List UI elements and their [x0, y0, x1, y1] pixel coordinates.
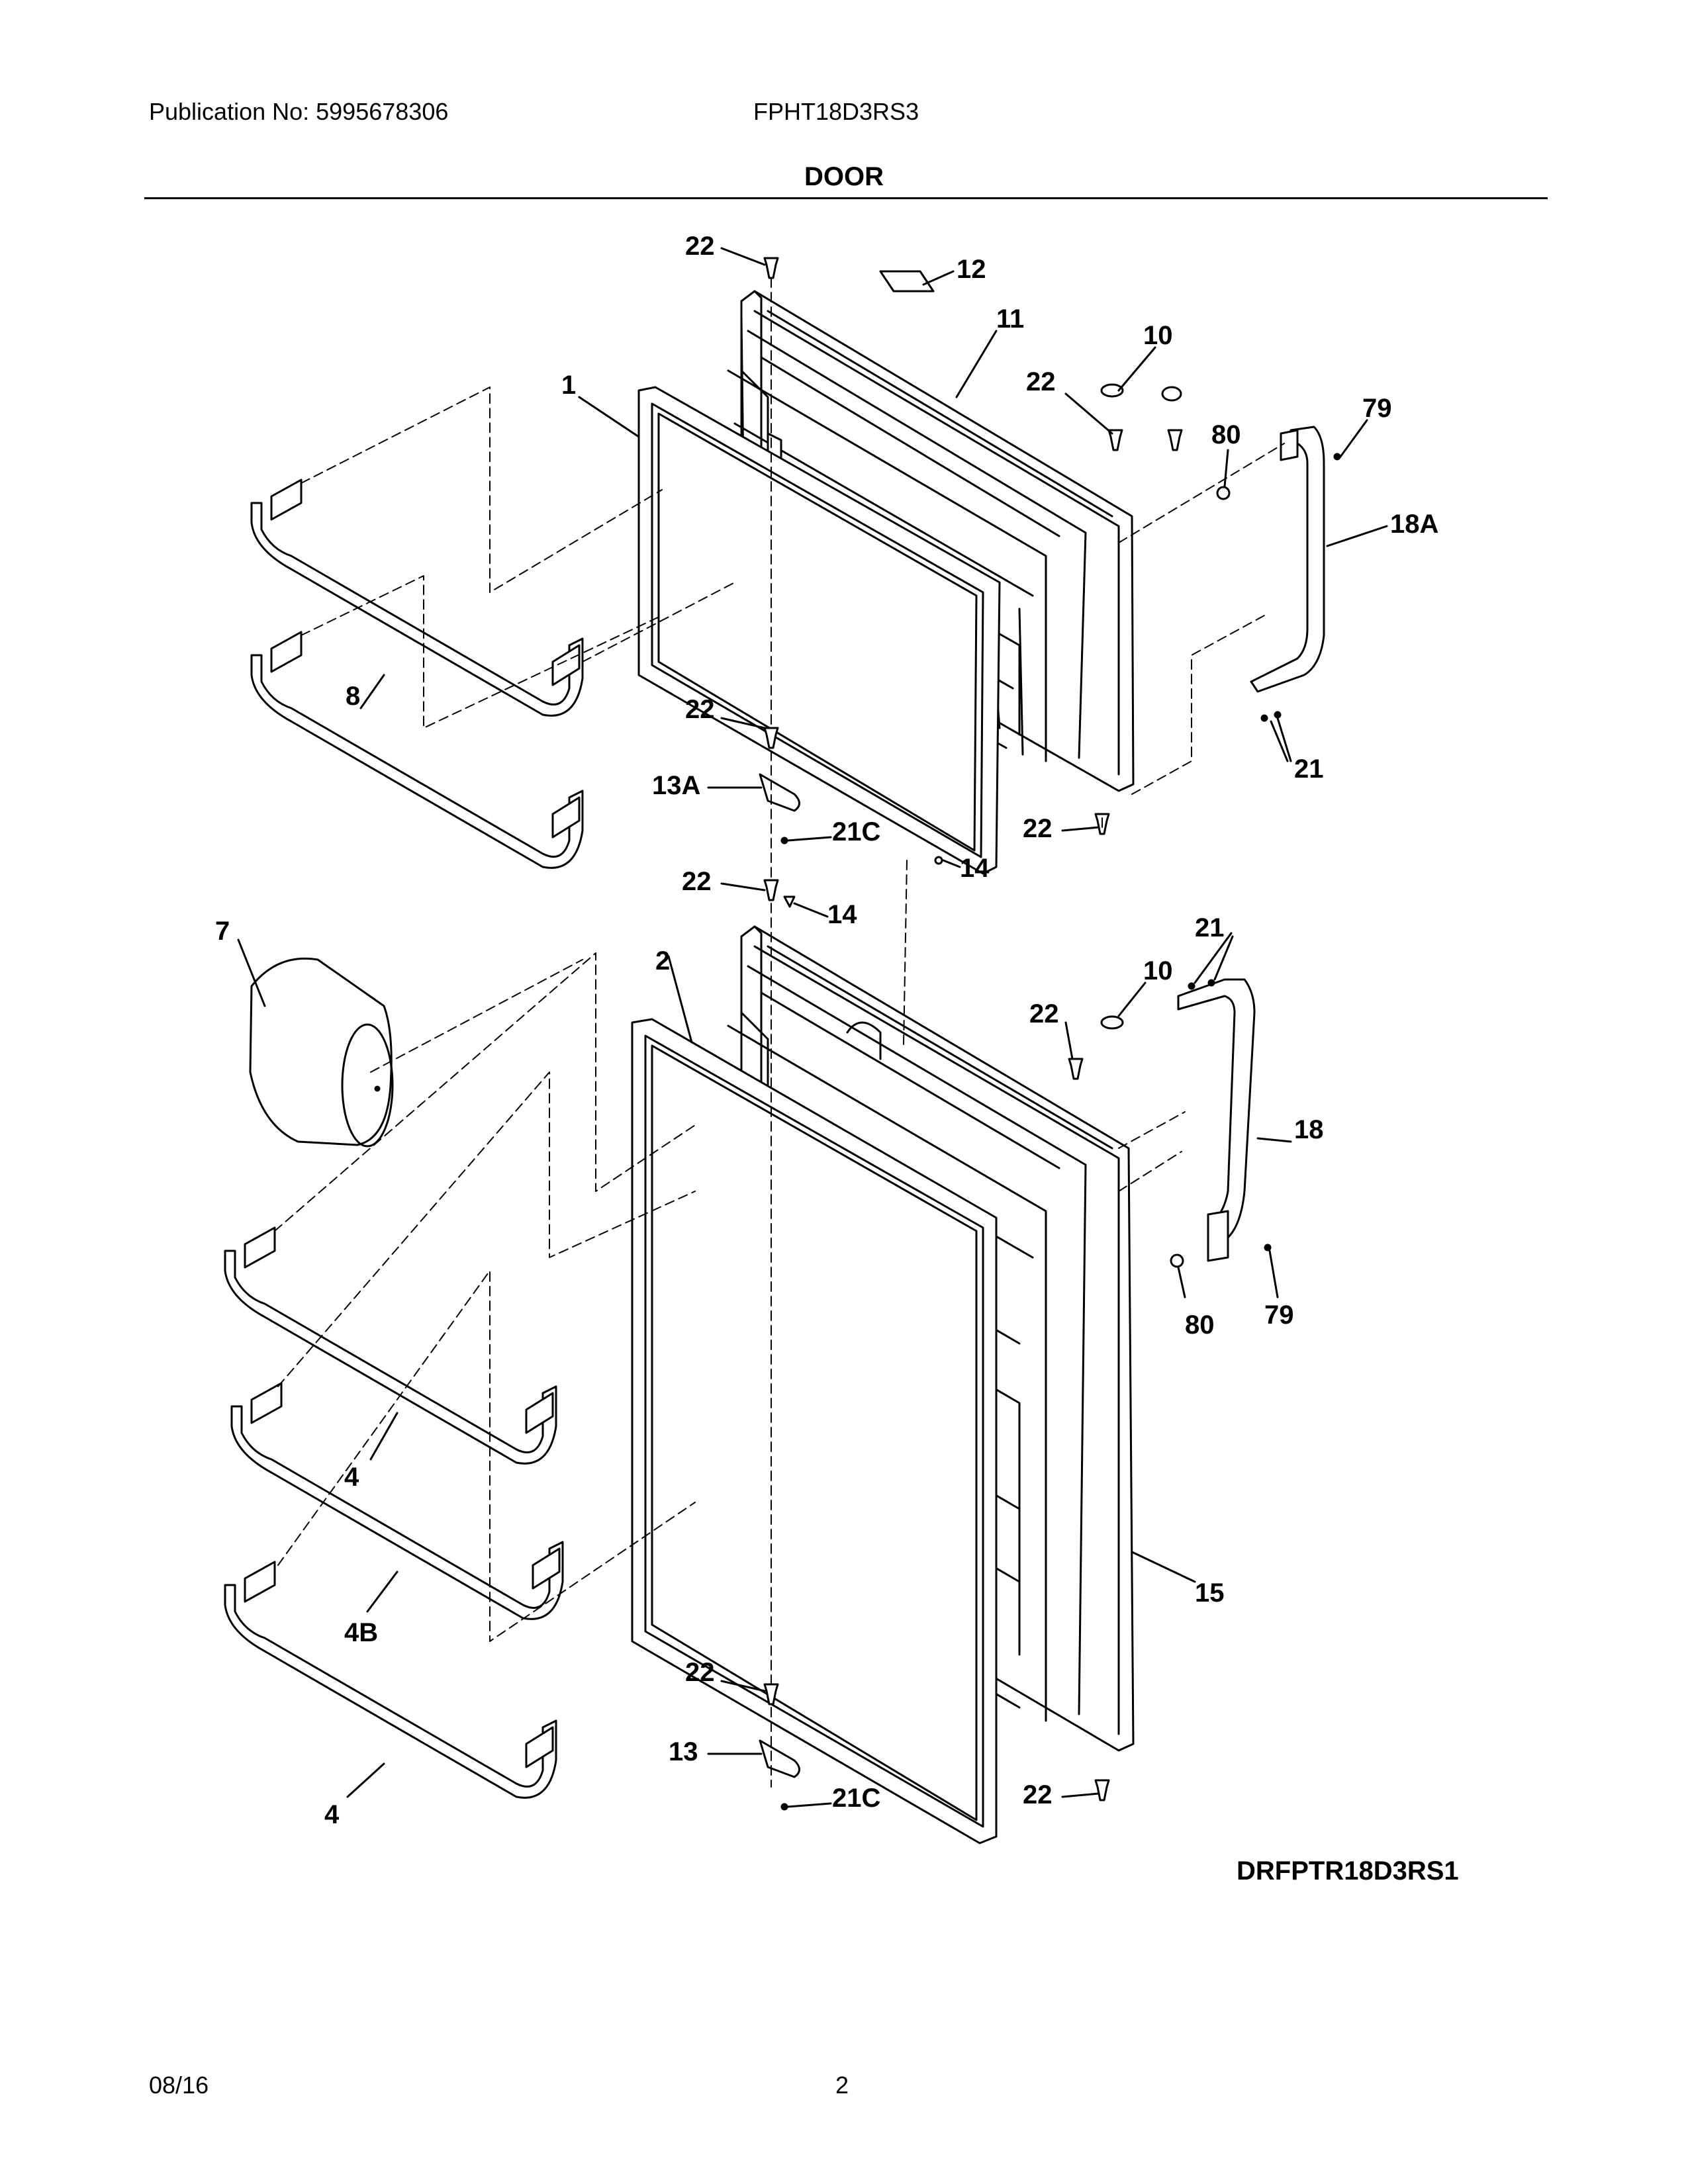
diagram-reference-code: DRFPTR18D3RS1 [1237, 1856, 1459, 1886]
callout-4b: 4B [344, 1618, 378, 1647]
callout-21c: 21C [832, 1784, 880, 1813]
callout-12: 12 [957, 255, 986, 284]
callout-80: 80 [1185, 1310, 1215, 1340]
callout-8: 8 [346, 682, 360, 711]
callout-18: 18 [1294, 1115, 1324, 1144]
freezer-shelf-bins [250, 478, 584, 869]
callout-15: 15 [1195, 1578, 1225, 1608]
callout-21c: 21C [832, 817, 880, 846]
callout-14: 14 [827, 900, 857, 929]
callout-leaders [237, 247, 1388, 1808]
publication-number: Publication No: 5995678306 [149, 98, 449, 125]
freezer-handle [1250, 426, 1325, 693]
callout-4: 4 [324, 1800, 340, 1829]
fresh-food-door-gasket [631, 1018, 998, 1844]
callout-10: 10 [1143, 321, 1173, 350]
callout-1: 1 [561, 371, 576, 400]
hardware-screws [759, 257, 1231, 1801]
callout-22: 22 [1029, 999, 1059, 1028]
fresh-food-handle [1177, 978, 1256, 1262]
callout-22: 22 [1023, 814, 1053, 843]
callout-22: 22 [1026, 367, 1056, 396]
callout-4: 4 [344, 1463, 359, 1492]
callout-22: 22 [685, 232, 715, 261]
callout-79: 79 [1362, 394, 1392, 423]
callout-79: 79 [1264, 1300, 1294, 1330]
fresh-food-shelf-bins [224, 1226, 564, 1799]
callout-22: 22 [682, 867, 712, 896]
callout-21: 21 [1195, 913, 1225, 942]
callout-11: 11 [996, 304, 1024, 334]
assembly-guide-lines [274, 277, 1285, 1788]
callout-7: 7 [215, 917, 230, 946]
callout-80: 80 [1211, 420, 1241, 449]
header-rule [144, 197, 1548, 199]
hardware-small-pins [780, 453, 1341, 1811]
callout-14: 14 [960, 854, 990, 883]
callout-22: 22 [685, 695, 715, 724]
footer-date: 08/16 [149, 2071, 209, 2099]
callout-13: 13 [669, 1737, 698, 1766]
callout-22: 22 [685, 1658, 715, 1687]
callout-21: 21 [1294, 754, 1324, 784]
nameplate-label [879, 270, 935, 293]
model-number: FPHT18D3RS3 [753, 98, 919, 125]
callout-22: 22 [1023, 1780, 1053, 1809]
freezer-door-gasket [637, 386, 1001, 875]
page-number: 2 [835, 2071, 849, 2099]
section-title: DOOR [804, 162, 884, 191]
dairy-compartment-cover [249, 957, 394, 1148]
callout-13a: 13A [652, 771, 700, 800]
callout-18a: 18A [1390, 510, 1438, 539]
callout-2: 2 [655, 946, 670, 976]
callout-10: 10 [1143, 956, 1173, 985]
